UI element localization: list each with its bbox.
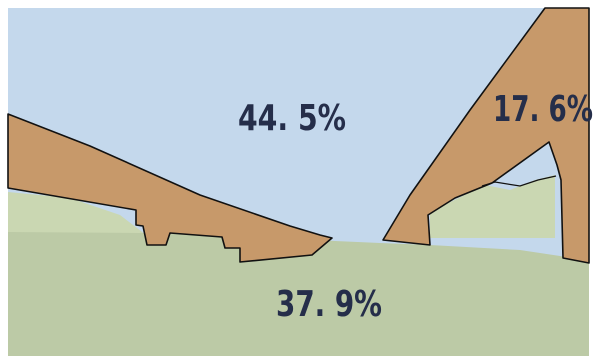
- distant-ground-right: [430, 175, 555, 238]
- foreground-percentage-label: 37. 9%: [276, 284, 382, 325]
- sky-percentage-label: 44. 5%: [238, 98, 346, 139]
- foreground-region: [8, 232, 589, 356]
- distant-roof-line: [481, 175, 557, 187]
- left-structure: [7, 113, 333, 263]
- structures-percentage-label: 17. 6%: [493, 89, 593, 130]
- distant-ground-left: [8, 192, 150, 238]
